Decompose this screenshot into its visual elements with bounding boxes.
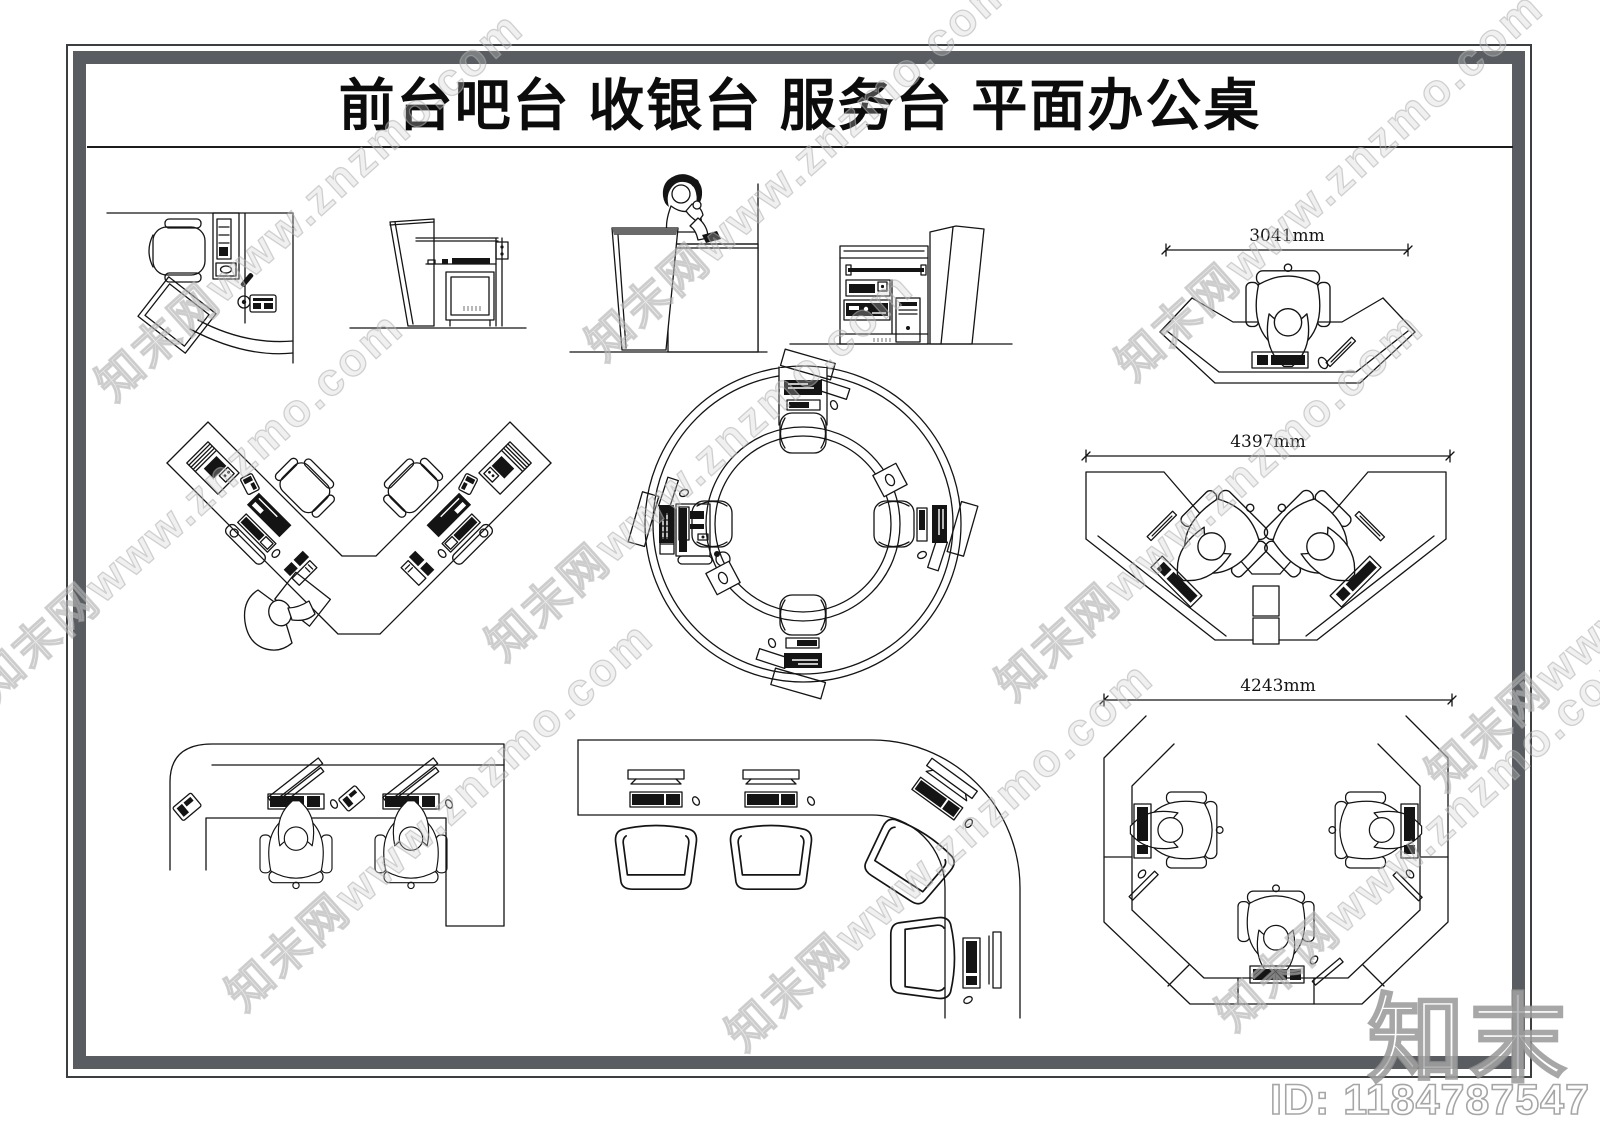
cabinet: [445, 271, 495, 327]
pen: [1311, 957, 1344, 986]
drawing-reception-desk-with-person: [569, 174, 768, 353]
drawing-curved-counter: [577, 739, 1021, 1019]
mouse: [1317, 356, 1329, 370]
drawing-l-counter-two-seats: [169, 743, 505, 927]
printer-fax: [659, 503, 731, 567]
desk-outline: [1159, 297, 1416, 384]
paper-tray: [137, 276, 217, 354]
workstation: [627, 769, 701, 808]
receptionist-figure: [662, 174, 721, 243]
drawing-circular-service-desk: [627, 348, 979, 700]
image-id-label: ID: 1184787547: [1269, 1075, 1590, 1125]
side-column: [495, 237, 509, 327]
drawing-octagon-desk: 4243mm: [1099, 676, 1457, 1005]
mouse: [1137, 869, 1147, 879]
drawing-counter-side-view: [349, 218, 527, 329]
mouse: [1405, 869, 1415, 879]
dimension-label: 4243mm: [1240, 676, 1316, 696]
mouse: [1309, 955, 1319, 965]
workstation: [382, 757, 454, 810]
pen: [1128, 870, 1159, 901]
dimension-label: 4397mm: [1230, 432, 1306, 452]
drawing-v-reception-single: 3041mm: [1159, 226, 1416, 384]
slanted-front-panel: [389, 218, 435, 327]
mousepad: [872, 462, 908, 498]
workstation: [267, 757, 339, 810]
desk-outline: [166, 421, 552, 635]
dimension: 3041mm: [1161, 226, 1413, 257]
keyboard: [1249, 965, 1305, 984]
dimension: 4243mm: [1099, 676, 1457, 707]
pen: [1354, 510, 1386, 542]
office-chair: [148, 218, 206, 283]
drawing-counter-rear-view: [789, 225, 1013, 345]
sheet-frame: [73, 51, 1525, 1069]
workstation: [742, 769, 816, 808]
drawing-v-double-workstation: [166, 398, 552, 651]
pen: [1146, 510, 1178, 542]
desk-outline: [1085, 471, 1447, 645]
slanted-side-panel: [929, 225, 985, 345]
phone: [237, 294, 277, 313]
phone: [172, 792, 202, 821]
lectern-panel: [611, 227, 679, 351]
dimension-label: 3041mm: [1249, 226, 1325, 246]
pen: [240, 273, 254, 287]
mousepad: [705, 560, 741, 596]
keyboard: [1133, 803, 1152, 859]
monitor-console: [212, 212, 240, 280]
drawing-v-desk-two-seats: 4397mm: [1081, 432, 1455, 645]
page-title: 前台吧台 收银台 服务台 平面办公桌: [338, 73, 1262, 137]
dimension: 4397mm: [1081, 432, 1455, 463]
phone: [338, 785, 366, 812]
keyboard: [1400, 803, 1419, 859]
counter-top: [415, 237, 499, 242]
keyboard-shelf: [425, 258, 497, 265]
shelving-unit: [839, 245, 929, 345]
drawing-single-reception-plan: [106, 212, 294, 364]
desk-outline: [1103, 715, 1449, 1005]
desk-outline: [106, 212, 294, 364]
pen: [1392, 871, 1423, 902]
title-separator-line: [87, 146, 1513, 148]
counter-outline: [169, 743, 505, 927]
standing-person-reading: [243, 571, 332, 651]
site-logo: 知末: [1367, 986, 1572, 1096]
workstation: [911, 757, 978, 829]
pen: [1325, 336, 1357, 368]
sheet-outer-border: [66, 44, 1532, 1078]
workstation: [962, 931, 1002, 1005]
